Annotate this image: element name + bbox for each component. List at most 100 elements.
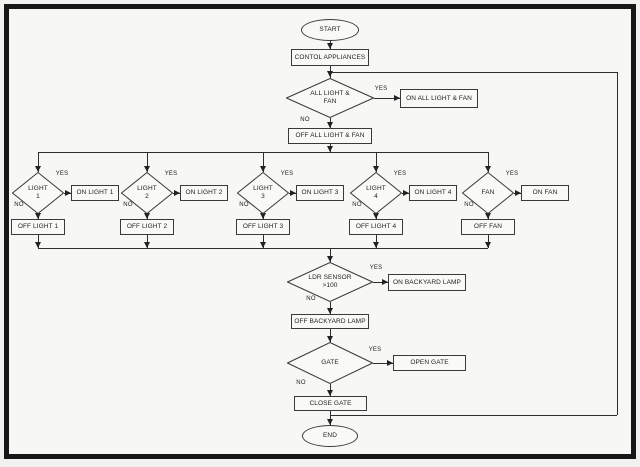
connector-line xyxy=(373,282,388,283)
node-label: CLOSE GATE xyxy=(309,399,352,407)
connector-line xyxy=(263,152,264,172)
node-label: LDR SENSOR >100 xyxy=(308,274,352,289)
node-action-on-light-4: ON LIGHT 4 xyxy=(409,185,457,201)
arrowhead xyxy=(327,336,333,342)
node-label: OFF LIGHT 3 xyxy=(242,223,284,231)
arrowhead xyxy=(35,213,41,219)
diamond-shape xyxy=(462,172,514,214)
node-action-off-backyard-lamp: OFF BACKYARD LAMP xyxy=(291,314,369,329)
node-label: FAN xyxy=(481,189,495,197)
arrowhead xyxy=(327,71,333,77)
node-action-on-light-3: ON LIGHT 3 xyxy=(296,185,344,201)
node-label: OFF FAN xyxy=(473,223,503,231)
arrowhead xyxy=(327,146,333,152)
node-decision-light-2: LIGHT 2 xyxy=(121,172,173,214)
arrowhead xyxy=(174,190,180,196)
arrowhead xyxy=(35,242,41,248)
diamond-shape xyxy=(350,172,402,214)
node-label: OFF LIGHT 4 xyxy=(355,223,397,231)
node-action-on-light-2: ON LIGHT 2 xyxy=(180,185,228,201)
node-label: ON LIGHT 1 xyxy=(76,189,114,197)
connector-line xyxy=(147,235,148,248)
node-label: LIGHT 1 xyxy=(28,185,48,200)
node-action-open-gate: OPEN GATE xyxy=(393,355,466,371)
diamond-shape xyxy=(286,78,374,118)
connector-line xyxy=(330,248,331,262)
node-label: LIGHT 3 xyxy=(253,185,273,200)
connector-line xyxy=(488,152,489,172)
node-label: OFF BACKYARD LAMP xyxy=(294,317,366,325)
connector-line xyxy=(38,235,39,248)
arrowhead xyxy=(327,43,333,49)
node-label: ON FAN xyxy=(532,189,558,197)
edge-label-no: NO xyxy=(239,202,249,208)
node-start: START xyxy=(301,19,359,41)
node-label: ON LIGHT 2 xyxy=(185,189,223,197)
node-end: END xyxy=(302,425,358,447)
arrowhead xyxy=(144,166,150,172)
diamond-shape xyxy=(287,342,373,384)
diamond-shape xyxy=(237,172,289,214)
node-label: ON LIGHT 3 xyxy=(301,189,339,197)
node-action-off-all-light-fan: OFF ALL LIGHT & FAN xyxy=(288,128,372,144)
node-label: GATE xyxy=(321,359,339,367)
connector-line xyxy=(376,152,377,172)
edge-label-yes: YES xyxy=(393,171,407,177)
arrowhead xyxy=(373,213,379,219)
arrowhead xyxy=(144,242,150,248)
node-action-on-all-light-fan: ON ALL LIGHT & FAN xyxy=(400,89,478,108)
node-decision-fan: FAN xyxy=(462,172,514,214)
node-action-on-backyard-lamp: ON BACKYARD LAMP xyxy=(388,274,466,291)
diamond-shape xyxy=(287,262,373,302)
arrowhead xyxy=(373,166,379,172)
arrowhead xyxy=(260,166,266,172)
node-label: ON BACKYARD LAMP xyxy=(393,278,461,286)
node-decision-ldr-sensor: LDR SENSOR >100 xyxy=(287,262,373,302)
connector-line xyxy=(330,411,331,425)
arrowhead xyxy=(260,213,266,219)
node-action-off-light-3: OFF LIGHT 3 xyxy=(236,219,290,235)
node-label: ALL LIGHT & FAN xyxy=(310,90,350,105)
edge-label-no: NO xyxy=(296,380,306,386)
node-label: LIGHT 2 xyxy=(137,185,157,200)
arrowhead xyxy=(394,95,400,101)
arrowhead xyxy=(260,242,266,248)
node-action-off-light-2: OFF LIGHT 2 xyxy=(120,219,174,235)
node-action-close-gate: CLOSE GATE xyxy=(294,396,367,411)
arrowhead xyxy=(485,213,491,219)
node-label: OFF LIGHT 2 xyxy=(126,223,168,231)
node-action-on-fan: ON FAN xyxy=(521,185,569,201)
node-label: ON ALL LIGHT & FAN xyxy=(406,94,472,102)
diamond-shape xyxy=(12,172,64,214)
node-label: CONTOL APPLIANCES xyxy=(294,53,366,61)
figure-border-frame xyxy=(4,4,636,459)
arrowhead xyxy=(327,122,333,128)
connector-line xyxy=(147,152,148,172)
edge-label-yes: YES xyxy=(164,171,178,177)
arrowhead xyxy=(373,242,379,248)
node-decision-gate: GATE xyxy=(287,342,373,384)
node-label: ON LIGHT 4 xyxy=(414,189,452,197)
node-decision-light-1: LIGHT 1 xyxy=(12,172,64,214)
edge-label-no: NO xyxy=(123,202,133,208)
node-decision-light-4: LIGHT 4 xyxy=(350,172,402,214)
node-control-appliances: CONTOL APPLIANCES xyxy=(291,49,369,66)
connector-line xyxy=(374,98,400,99)
connector-line xyxy=(376,235,377,248)
edge-label-yes: YES xyxy=(55,171,69,177)
arrowhead xyxy=(290,190,296,196)
node-decision-light-3: LIGHT 3 xyxy=(237,172,289,214)
connector-line xyxy=(330,72,617,73)
connector-line xyxy=(38,152,39,172)
arrowhead xyxy=(515,190,521,196)
connector-line xyxy=(330,329,331,342)
connector-line xyxy=(263,235,264,248)
arrowhead xyxy=(387,360,393,366)
connector-line xyxy=(373,363,393,364)
arrowhead xyxy=(327,390,333,396)
node-label: OPEN GATE xyxy=(410,359,449,367)
connector-line xyxy=(488,235,489,248)
node-label: LIGHT 4 xyxy=(366,185,386,200)
